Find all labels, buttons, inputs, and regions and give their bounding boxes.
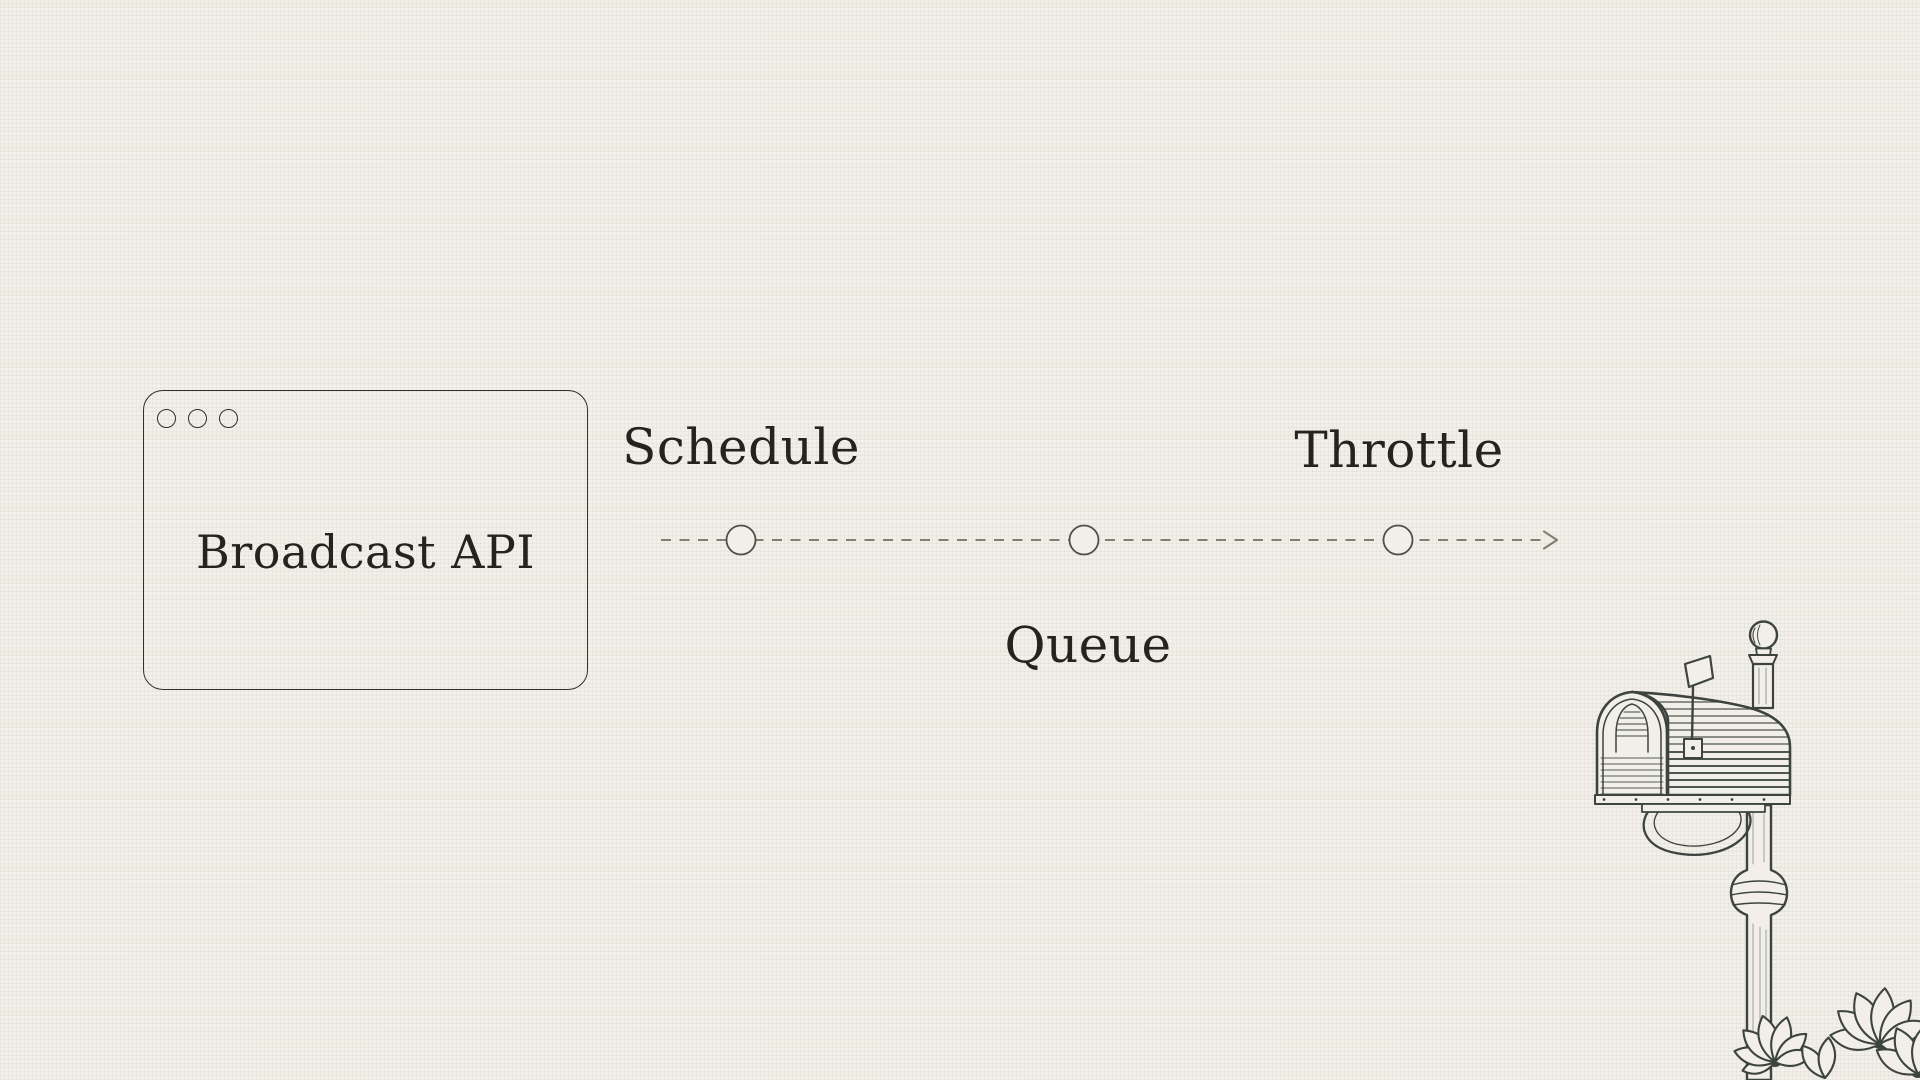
vintage-mailbox-icon bbox=[1594, 620, 1920, 1080]
step-label-schedule: Schedule bbox=[622, 418, 860, 476]
mailbox-flag bbox=[1683, 654, 1715, 759]
post-finial bbox=[1748, 620, 1779, 710]
window-control-dot bbox=[188, 409, 207, 428]
support-bracket bbox=[1642, 805, 1752, 856]
broadcast-api-card: Broadcast API bbox=[143, 390, 588, 690]
window-control-dot bbox=[157, 409, 176, 428]
timeline-graphic bbox=[661, 524, 1559, 556]
timeline-node-schedule bbox=[725, 524, 757, 556]
step-label-queue: Queue bbox=[1004, 616, 1172, 674]
step-label-throttle: Throttle bbox=[1294, 421, 1504, 479]
mailbox-base bbox=[1594, 794, 1791, 813]
arrow-right-icon bbox=[1542, 530, 1559, 550]
mailbox-door bbox=[1595, 690, 1669, 799]
timeline-node-queue bbox=[1068, 524, 1100, 556]
window-controls bbox=[157, 409, 238, 428]
leaves bbox=[1730, 987, 1920, 1080]
card-title: Broadcast API bbox=[195, 525, 536, 579]
timeline-node-throttle bbox=[1382, 524, 1414, 556]
window-control-dot bbox=[219, 409, 238, 428]
